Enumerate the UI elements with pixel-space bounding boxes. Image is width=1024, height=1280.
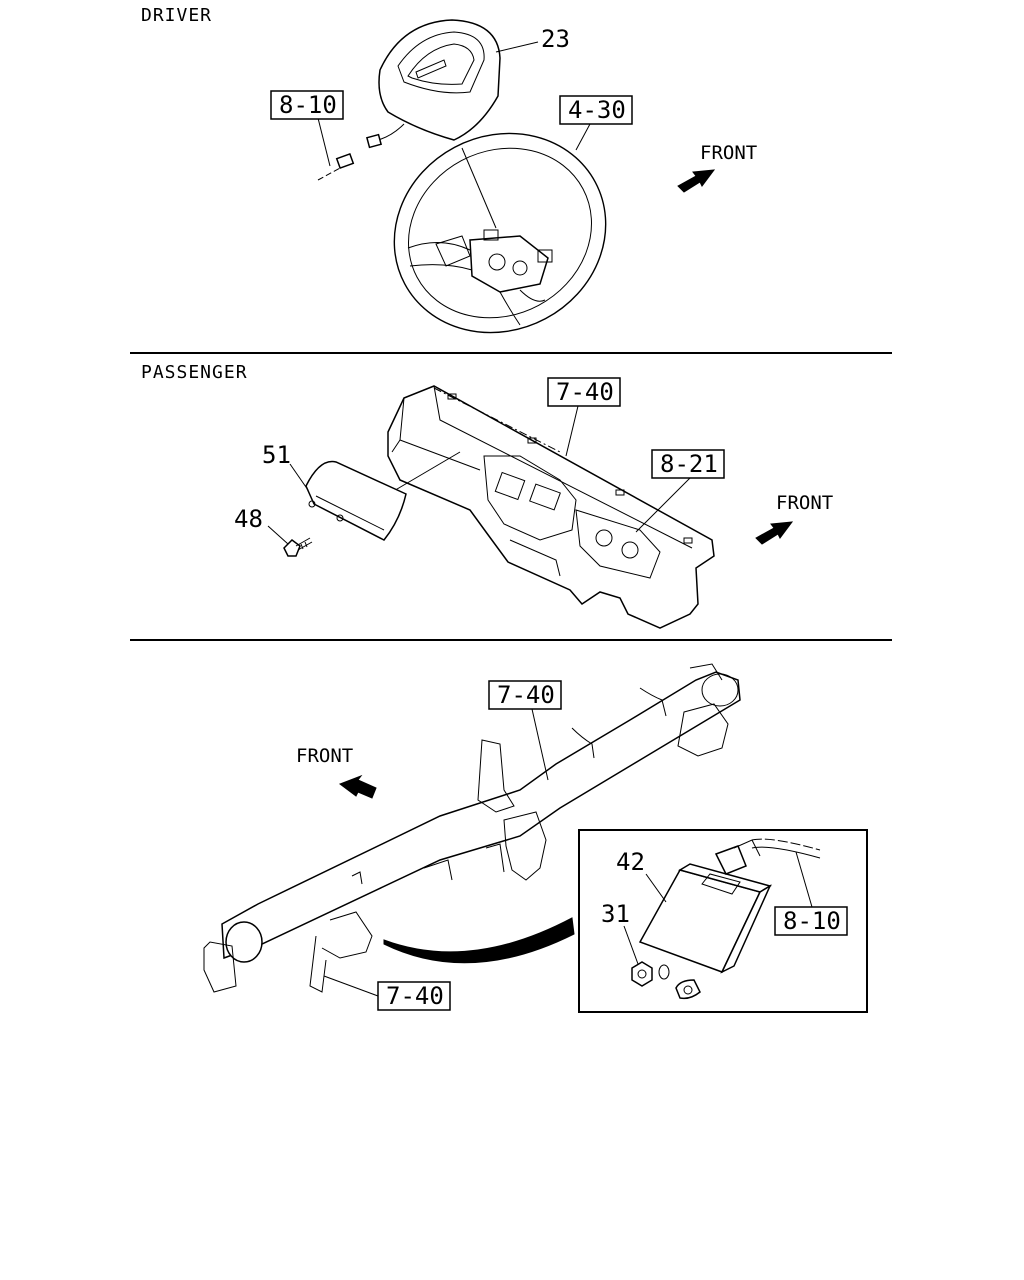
front-label-passenger: FRONT	[776, 492, 833, 514]
ref-box-cluster: 8-21	[635, 449, 725, 533]
driver-connector	[317, 117, 355, 181]
steering-wheel-drawing	[393, 132, 607, 334]
ref-box-steering-wheel: 4-30	[559, 95, 633, 151]
passenger-section-title: PASSENGER	[141, 362, 248, 383]
part-number-driver-airbag: 23	[541, 25, 570, 53]
front-arrow-icon	[677, 169, 716, 193]
nut-drawing	[631, 961, 670, 987]
driver-section: DRIVER	[141, 5, 757, 334]
front-arrow-icon	[755, 521, 794, 545]
part-number-nut: 31	[601, 900, 630, 928]
part-number-sensor-module: 42	[616, 848, 645, 876]
driver-airbag-module	[365, 19, 501, 149]
passenger-airbag-module	[305, 460, 407, 541]
ref-box-cross-beam: 7-40	[488, 680, 562, 781]
instrument-panel-drawing	[387, 385, 715, 629]
sensor-module-drawing	[638, 838, 821, 1000]
sensor-detail-box: 42 31 8-10	[578, 829, 868, 1013]
front-arrow-icon	[338, 774, 377, 799]
ref-cross-beam: 7-40	[497, 681, 555, 709]
ref-bracket: 7-40	[386, 982, 444, 1010]
driver-section-title: DRIVER	[141, 5, 212, 26]
ref-instrument-panel: 7-40	[556, 378, 614, 406]
ref-box-driver-connector: 8-10	[270, 90, 344, 120]
ref-box-bracket: 7-40	[323, 975, 451, 1011]
passenger-section: PASSENGER	[141, 362, 833, 629]
ref-box-sensor-connector: 8-10	[774, 851, 848, 936]
front-label-beam: FRONT	[296, 745, 353, 767]
ref-driver-connector: 8-10	[279, 91, 337, 119]
front-label-driver: FRONT	[700, 142, 757, 164]
part-number-passenger-airbag: 51	[262, 441, 291, 469]
cross-beam-section: FRONT 7-40 7-40	[203, 663, 868, 1013]
ref-sensor-connector: 8-10	[783, 907, 841, 935]
ref-box-instrument-panel: 7-40	[547, 377, 621, 457]
part-number-bolt: 48	[234, 505, 263, 533]
ref-cluster: 8-21	[660, 450, 718, 478]
ref-steering-wheel: 4-30	[568, 96, 626, 124]
bolt-48-drawing	[283, 537, 313, 557]
